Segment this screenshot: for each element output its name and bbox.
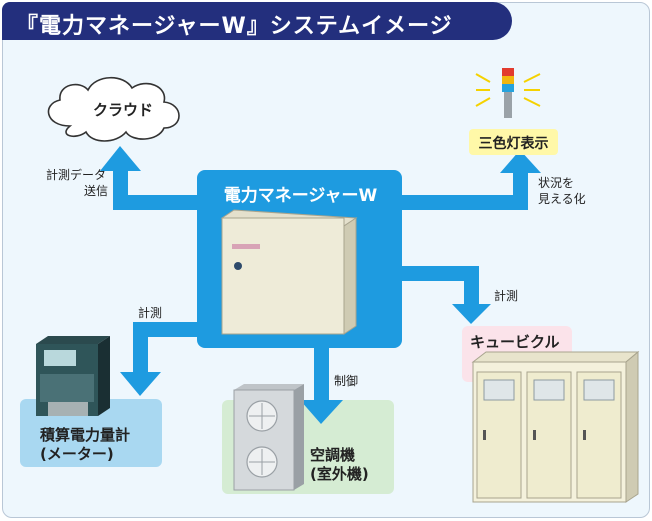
arrow-to-cloud-v (113, 170, 128, 210)
to-lamp-label-1: 状況を (538, 176, 575, 190)
title-banner: 『電力マネージャーW』システムイメージ (2, 2, 512, 40)
to-aircon-label: 制御 (334, 374, 359, 388)
arrow-to-meter-v (133, 322, 148, 374)
aircon-label-line1: 空調機 (310, 446, 356, 464)
arrow-to-cloud-head (100, 146, 141, 171)
cloud-icon (47, 76, 180, 142)
aircon-label-line2: (室外機) (310, 465, 369, 483)
controller-device-icon (220, 209, 358, 335)
cubicle-label: キュービクル (470, 333, 560, 351)
meter-icon (36, 336, 110, 416)
arrow-to-cubicle-h (398, 266, 478, 281)
to-lamp-label-2: 見える化 (538, 192, 586, 206)
aircon-unit-icon (233, 384, 304, 491)
page-title: 『電力マネージャーW』システムイメージ (16, 14, 453, 39)
cloud-label: クラウド (92, 101, 153, 119)
signal-lamp-icon (475, 68, 541, 118)
arrow-to-meter-head (120, 372, 161, 396)
hub-label: 電力マネージャーW (223, 186, 378, 206)
meter-label-line1: 積算電力量計 (40, 426, 131, 444)
aircon-label: 空調機 (室外機) (310, 446, 369, 484)
cubicle-icon (471, 350, 640, 503)
meter-label: 積算電力量計 (メーター) (40, 426, 130, 464)
arrow-to-meter-h (133, 322, 203, 337)
signal-lamp-label: 三色灯表示 (478, 136, 549, 152)
meter-label-line2: (メーター) (40, 445, 114, 463)
to-cloud-label-1: 計測データ (46, 168, 107, 182)
to-cubicle-label: 計測 (494, 289, 519, 303)
arrow-to-cloud-h (113, 195, 203, 210)
to-cloud-label-2: 送信 (84, 184, 109, 198)
arrow-to-lamp-h (398, 195, 528, 210)
arrow-to-aircon-head (300, 400, 343, 424)
arrow-to-cubicle-head (452, 304, 491, 324)
arrow-to-lamp-v (513, 172, 528, 210)
to-meter-label: 計測 (138, 306, 163, 320)
signal-lamp-panel (469, 129, 558, 155)
arrow-to-aircon-v (314, 346, 329, 402)
arrow-to-lamp-head (500, 150, 541, 173)
arrow-to-cubicle-v (464, 266, 479, 306)
